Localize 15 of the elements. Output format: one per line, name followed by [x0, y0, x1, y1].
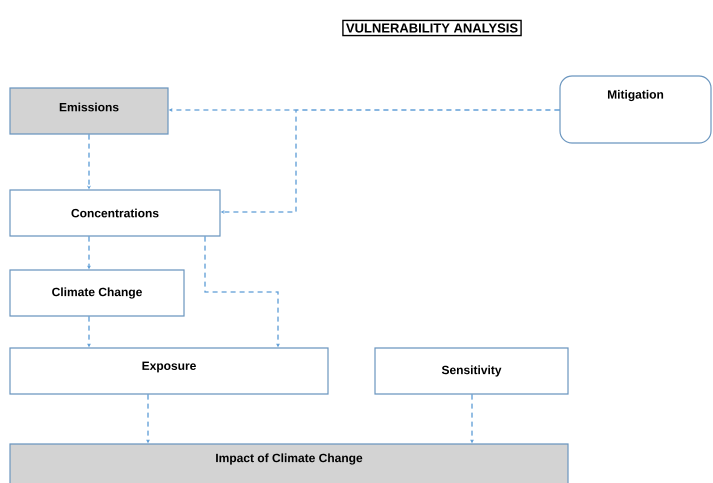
process-box — [374, 347, 569, 395]
node-label: Mitigation — [608, 90, 664, 102]
node-label: Emissions — [60, 102, 119, 112]
process-box — [9, 347, 329, 395]
node-label: Sensitivity — [442, 365, 502, 377]
process-box — [9, 443, 569, 483]
node-label: Impact of Climate Change — [216, 453, 362, 465]
process-box — [9, 269, 185, 317]
title-box: VULNERABILITY ANALYSIS — [342, 20, 522, 36]
process-box — [9, 87, 169, 135]
rounded-box — [559, 75, 712, 144]
process-box — [9, 189, 221, 237]
node-label: Concentrations — [71, 208, 159, 218]
node-label: Exposure — [142, 362, 196, 372]
node-label: Climate Change — [52, 287, 142, 299]
